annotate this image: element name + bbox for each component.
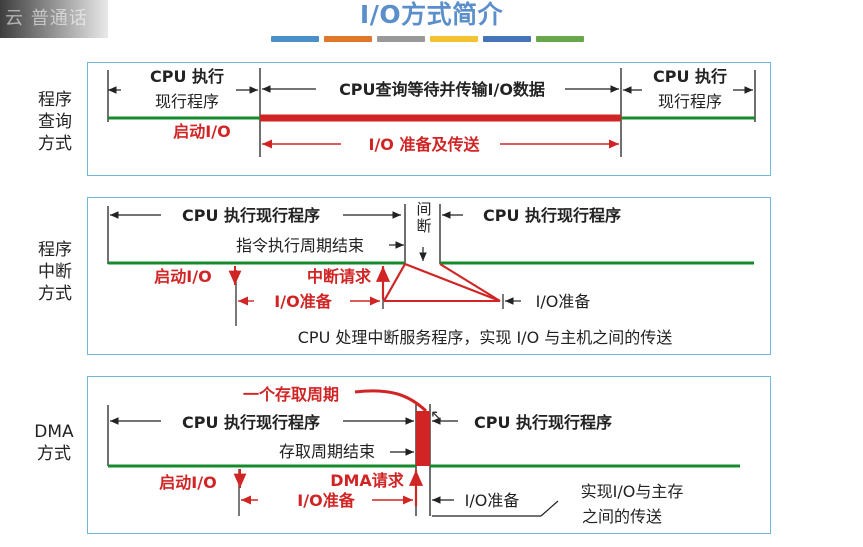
query-prepare-send-label: I/O 准备及传送 <box>369 135 481 154</box>
dma-access-cycle-red-block <box>416 411 430 466</box>
interrupt-service-red-triangle <box>383 262 501 303</box>
interrupt-cycle-end-label: 指令执行周期结束 <box>236 236 364 255</box>
dma-access-cycle-callout <box>354 389 428 413</box>
dma-transfer-callout-diagonal <box>540 500 559 517</box>
dma-method-label: DMA 方式 <box>34 422 74 464</box>
page-title: I/O方式简介 <box>359 0 504 29</box>
dma-cpu-right-label: CPU 执行现行程序 <box>474 413 612 432</box>
decoration-bar-gray <box>377 36 425 42</box>
dma-prepare-red-label: I/O准备 <box>297 491 355 510</box>
query-method-label: 程序 查询 方式 <box>38 90 72 154</box>
dma-cpu-left-label: CPU 执行现行程序 <box>182 413 320 432</box>
watermark: 云 普通话 <box>0 0 108 38</box>
decoration-bar-green <box>536 36 584 42</box>
query-cpu-left-label-line1: CPU 执行 <box>150 67 224 86</box>
query-cpu-right-label-line1: CPU 执行 <box>653 67 727 86</box>
interrupt-service-description: CPU 处理中断服务程序，实现 I/O 与主机之间的传送 <box>298 328 673 347</box>
interrupt-cpu-right-label: CPU 执行现行程序 <box>483 206 621 225</box>
mouse-pointer-icon: ↖ <box>430 406 444 425</box>
interrupt-cpu-left-label: CPU 执行现行程序 <box>182 206 320 225</box>
query-cpu-left-label-line2: 现行程序 <box>155 92 219 111</box>
decoration-bar-navy <box>483 36 531 42</box>
interrupt-method-frame <box>87 197 771 355</box>
title-decoration-bars <box>271 36 589 42</box>
interrupt-gap-label: 间断 <box>416 200 431 235</box>
interrupt-method-label: 程序 中断 方式 <box>38 240 72 304</box>
dma-start-io-label: 启动I/O <box>159 473 216 492</box>
query-middle-label: CPU查询等待并传输I/O数据 <box>339 80 545 99</box>
dma-method-frame <box>87 376 771 534</box>
query-method-frame <box>87 62 771 176</box>
interrupt-prepare-red-label: I/O准备 <box>274 292 332 311</box>
interrupt-request-label: 中断请求 <box>307 267 372 286</box>
query-cpu-right-label-line2: 现行程序 <box>658 92 722 111</box>
decoration-bar-yellow <box>430 36 478 42</box>
dma-cycle-end-label: 存取周期结束 <box>279 442 375 461</box>
interrupt-start-io-label: 启动I/O <box>154 267 211 286</box>
dma-transfer-label-line2: 之间的传送 <box>582 507 662 526</box>
dma-access-cycle-label: 一个存取周期 <box>243 385 339 404</box>
dma-prepare-black-label: I/O准备 <box>465 491 520 510</box>
dma-transfer-label-line1: 实现I/O与主存 <box>581 482 684 501</box>
interrupt-prepare-black-label: I/O准备 <box>536 292 591 311</box>
decoration-bar-blue <box>271 36 319 42</box>
dma-request-label: DMA请求 <box>330 471 405 490</box>
query-start-io-label: 启动I/O <box>173 122 230 141</box>
decoration-bar-orange <box>324 36 372 42</box>
